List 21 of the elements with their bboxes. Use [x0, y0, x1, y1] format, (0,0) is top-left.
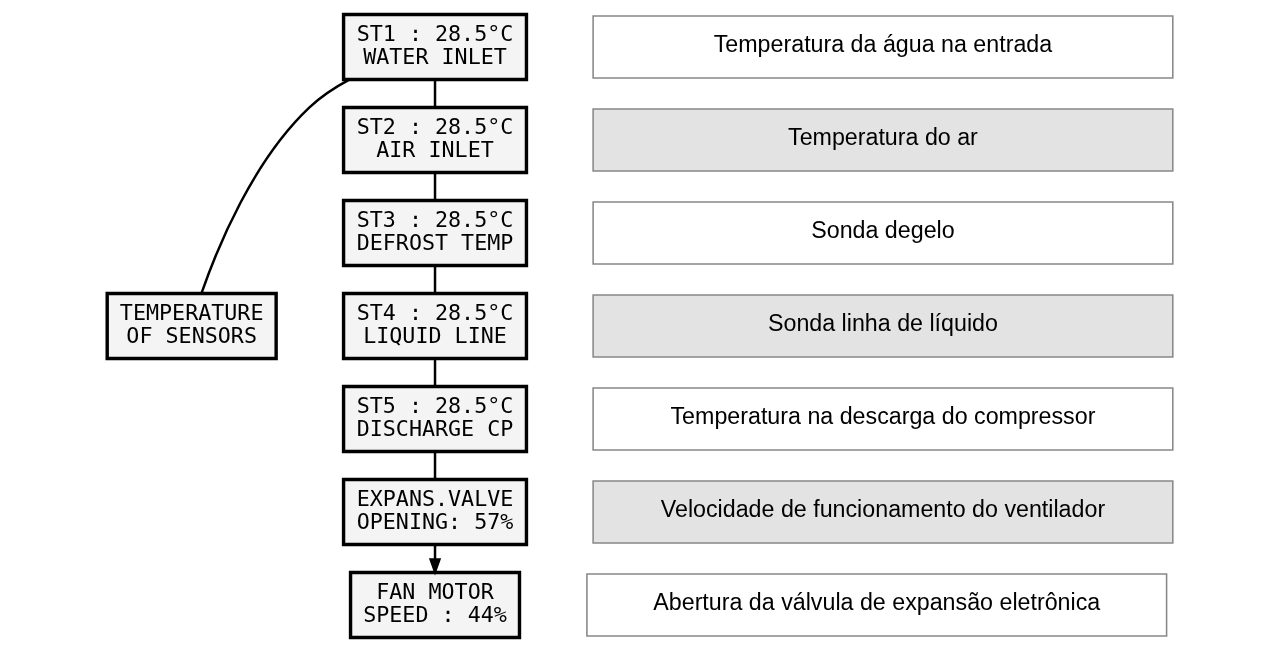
node-box: Temperatura na descarga do compressor: [592, 387, 1174, 451]
node-box: Velocidade de funcionamento do ventilador: [592, 480, 1174, 544]
connector: [200, 78, 350, 294]
node-box: Abertura da válvula de expansão eletrônica: [586, 573, 1168, 637]
node-box: ST5 : 28.5°C DISCHARGE CP: [341, 384, 529, 454]
node-box: Sonda linha de líquido: [592, 294, 1174, 358]
connector: [433, 80, 437, 107]
node-box: Temperatura do ar: [592, 108, 1174, 172]
connector: [433, 452, 437, 479]
node-box: TEMPERATURE OF SENSORS: [105, 291, 278, 361]
node-box: ST4 : 28.5°C LIQUID LINE: [341, 291, 529, 361]
node-box: Temperatura da água na entrada: [592, 15, 1174, 79]
node-box: EXPANS.VALVE OPENING: 57%: [341, 477, 529, 547]
node-box: ST3 : 28.5°C DEFROST TEMP: [341, 198, 529, 268]
node-box: FAN MOTOR SPEED : 44%: [348, 570, 522, 640]
node-box: Sonda degelo: [592, 201, 1174, 265]
connector: [433, 173, 437, 200]
node-box: ST2 : 28.5°C AIR INLET: [341, 105, 529, 175]
connector: [433, 359, 437, 386]
node-box: ST1 : 28.5°C WATER INLET: [341, 12, 529, 82]
connector: [433, 266, 437, 293]
